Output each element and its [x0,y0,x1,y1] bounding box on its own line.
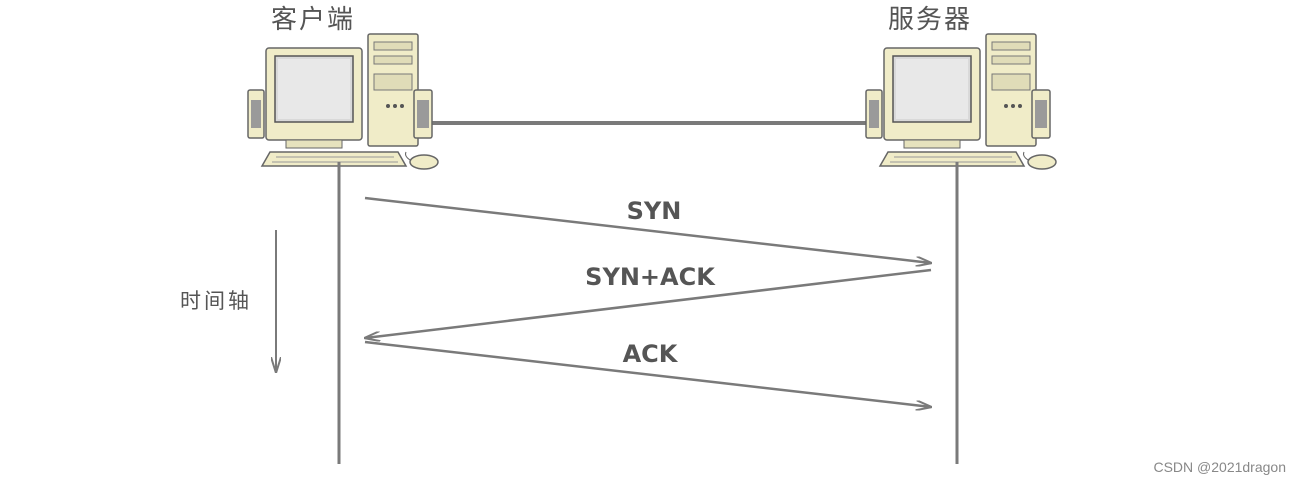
ack-label: ACK [623,340,679,368]
server-computer-icon [865,33,1057,170]
watermark: CSDN @2021dragon [1153,459,1286,475]
server-label: 服务器 [888,5,972,35]
client-computer-icon [247,33,439,170]
syn-label: SYN [627,197,682,225]
syn-arrow [364,196,931,263]
ack-arrow [364,340,931,407]
syn-ack-label: SYN+ACK [585,263,716,291]
syn-ack-arrow [365,268,932,338]
time-axis-label: 时间轴 [180,289,252,313]
client-label: 客户端 [271,5,355,35]
